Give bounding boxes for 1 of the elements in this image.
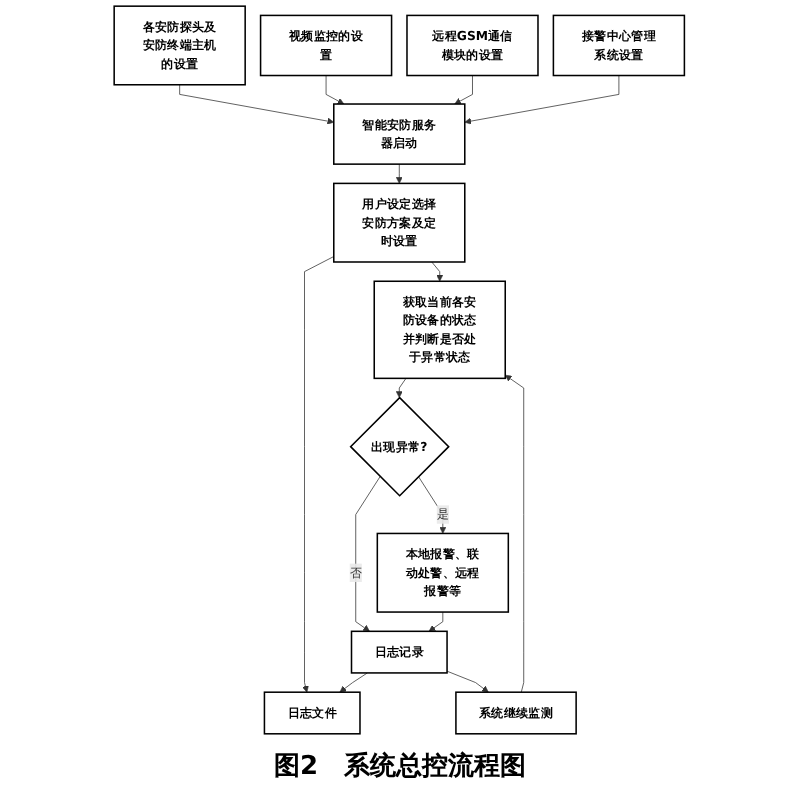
- figure-caption: 图2 系统总控流程图: [271, 749, 529, 784]
